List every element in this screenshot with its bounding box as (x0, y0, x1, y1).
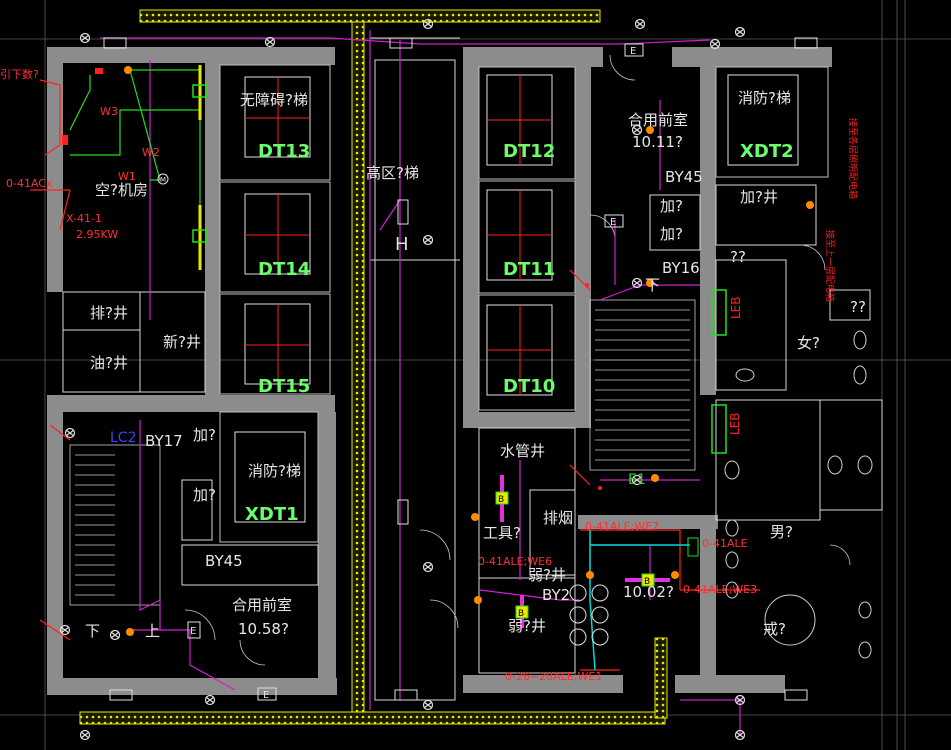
stair-down-label: 下 (85, 622, 100, 640)
wiring-cyan (589, 530, 690, 671)
by45-a-label: BY45 (665, 168, 703, 186)
fire-lift-1-label: 消防?梯 (248, 462, 301, 480)
distribution-boxes: B B B (495, 475, 699, 628)
lift-crosshairs (245, 75, 552, 395)
lift-dt12-label: DT12 (503, 141, 555, 162)
w3-label: W3 (100, 105, 118, 118)
tools-label: 工具? (483, 524, 521, 542)
lift-dt14-label: DT14 (258, 259, 310, 280)
add-1-label: 加? (660, 197, 683, 215)
add-2-label: 加? (660, 225, 683, 243)
weak-shaft-a-label: 弱?井 (528, 566, 566, 584)
stair-down-2-label: 下 (645, 276, 660, 294)
add-3-label: 加? (193, 426, 216, 444)
wash-label: ?? (730, 248, 746, 266)
w1-label: W1 (118, 170, 136, 183)
exit-signs (103, 37, 818, 701)
male-toilet-label: 男? (770, 523, 793, 541)
walls (47, 47, 832, 695)
lift-dt13-label: DT13 (258, 141, 310, 162)
vertical-note-1: 接至各层照明配电箱 (847, 118, 859, 199)
stair-up-label: 上 (145, 622, 160, 640)
ale-we3-label: 0-41ALE;WE3 (683, 583, 757, 596)
front-2-area: 10.02? (623, 583, 674, 601)
leb-panels (711, 289, 727, 454)
interior-lines (62, 37, 883, 701)
svg-text:E: E (190, 626, 196, 637)
common-front-2-label: 合用前室 (232, 596, 292, 614)
lift-dt10-label: DT10 (503, 376, 555, 397)
common-front-2-area: 10.58? (238, 620, 289, 638)
ale-label: 0-41ALE (702, 537, 748, 550)
fixtures-orange (124, 66, 814, 636)
svg-text:M: M (160, 176, 166, 184)
svg-text:E: E (610, 217, 616, 228)
svg-text:B: B (644, 577, 650, 587)
svg-text:B: B (498, 495, 504, 505)
ac-room-label: 空?机房 (95, 181, 148, 199)
riser-box-1 (192, 84, 208, 98)
leak-label: 引下数? (0, 67, 39, 81)
lift-xdt1-label: XDT1 (245, 504, 299, 525)
lc2-label: LC2 (110, 430, 136, 446)
common-front-1-label: 合用前室 (628, 111, 688, 129)
h-label: H (395, 234, 409, 255)
by45-b-label: BY45 (205, 552, 243, 570)
vertical-note-2: 接至上一层配电箱 (824, 230, 836, 302)
by17-label: BY17 (145, 432, 183, 450)
acx-label: 0-41ACx (6, 177, 53, 190)
oil-shaft-label: 油?井 (90, 354, 128, 372)
e1-label: E1 (628, 472, 646, 488)
add-shaft-label: 加?井 (740, 188, 778, 206)
q2-label: ?? (850, 298, 866, 316)
common-front-1-area: 10.11? (632, 133, 683, 151)
svg-text:E: E (630, 46, 636, 57)
wall-sockets (62, 68, 602, 490)
wc-label: 戒? (763, 620, 786, 638)
by16-label: BY16 (662, 259, 700, 277)
water-pipe-shaft-label: 水管井 (500, 442, 545, 460)
wiring-green (69, 69, 201, 235)
add-4-label: 加? (193, 486, 216, 504)
fresh-shaft-label: 新?井 (163, 333, 201, 351)
stairs (69, 299, 696, 606)
high-zone-lift-label: 高区?梯 (366, 164, 419, 182)
w2-label: W2 (142, 146, 160, 159)
fan-power-code: X-41-1 (66, 212, 102, 225)
barrier-free-lift-label: 无障碍?梯 (240, 91, 308, 109)
exhaust-shaft-label: 排?井 (90, 304, 128, 322)
lift-dt15-label: DT15 (258, 376, 310, 397)
lift-xdt2-label: XDT2 (740, 141, 794, 162)
riser-box-2 (192, 229, 208, 243)
by2-label: BY2 (542, 586, 570, 604)
e-boxes: E E E E (187, 43, 644, 701)
ale-we1-label: 0-26~28ALE;WE1 (505, 670, 602, 683)
weak-shaft-b-label: 弱?井 (508, 617, 546, 635)
fan-symbols (569, 584, 609, 646)
leb-2-label: LEB (728, 413, 742, 436)
elevator-shafts-left (219, 64, 331, 543)
leb-1-label: LEB (729, 297, 743, 320)
fire-lift-2-label: 消防?梯 (738, 89, 791, 107)
electrical-annotations: X-41-1 2.95KW 0-41ACx W1 W2 W3 引下数? 0-41… (0, 67, 859, 683)
female-toilet-label: 女? (797, 334, 820, 352)
fan-power: 2.95KW (76, 228, 118, 241)
toilet-fixtures (724, 330, 873, 659)
room-labels: DT13 DT14 DT15 DT12 DT11 DT10 XDT1 XDT2 … (85, 89, 866, 640)
ale-we6-label: 0-41ALE;WE6 (478, 555, 552, 568)
ale-we7-label: 0-41ALE;WE7 (585, 520, 659, 533)
lift-dt11-label: DT11 (503, 259, 555, 280)
svg-text:E: E (263, 690, 269, 701)
hatched-beams (79, 9, 668, 725)
motor-symbol: M (157, 173, 169, 185)
svg-text:B: B (518, 609, 524, 619)
smoke-exhaust-label: 排烟 (543, 509, 573, 527)
